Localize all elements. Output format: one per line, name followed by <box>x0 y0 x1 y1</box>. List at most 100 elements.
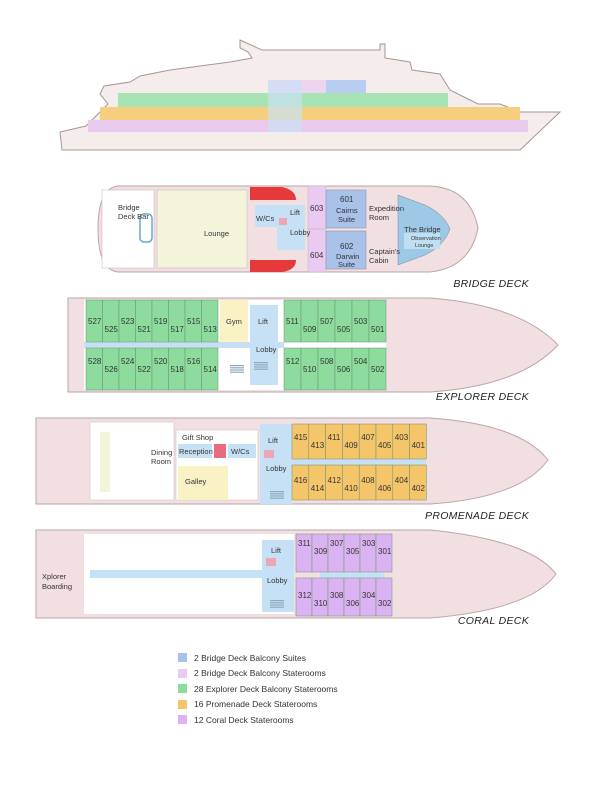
stateroom-306-number: 306 <box>346 599 360 608</box>
stateroom-511-number: 511 <box>286 317 299 326</box>
galley-label: Galley <box>185 477 207 486</box>
stateroom-407-number: 407 <box>361 433 375 442</box>
bridge-lobby-label: Lobby <box>290 228 311 237</box>
stateroom-515-number: 515 <box>187 317 201 326</box>
stair-tread <box>270 606 284 608</box>
stair-tread <box>254 368 268 370</box>
legend-item: 12 Coral Deck Staterooms <box>178 712 438 728</box>
explorer-deck-title: EXPLORER DECK <box>436 391 530 403</box>
stateroom-409-number: 409 <box>344 441 358 450</box>
stateroom-528 <box>85 347 103 391</box>
suite-602-name-2: Suite <box>338 260 355 269</box>
stateroom-502-number: 502 <box>371 365 385 374</box>
stair-tread <box>230 365 244 367</box>
stateroom-308-number: 308 <box>330 591 344 600</box>
legend-swatch <box>178 715 187 725</box>
legend-swatch <box>178 653 187 663</box>
stateroom-517-number: 517 <box>171 325 185 334</box>
stateroom-303-number: 303 <box>362 539 376 548</box>
stateroom-406-number: 406 <box>378 484 392 493</box>
stateroom-414-number: 414 <box>311 484 325 493</box>
stateroom-524 <box>118 347 136 391</box>
promenade-lift-lobby <box>260 424 292 504</box>
ship-profile <box>59 39 562 151</box>
stateroom-514-number: 514 <box>204 365 218 374</box>
stair-tread <box>254 364 268 366</box>
stair-tread <box>230 371 244 373</box>
stateroom-519-number: 519 <box>154 317 168 326</box>
suite-601-name-2: Suite <box>338 215 355 224</box>
xplorer-boarding-label-2: Boarding <box>42 582 72 591</box>
stateroom-521 <box>135 299 153 343</box>
stateroom-504 <box>351 347 370 391</box>
captains-cabin-label-1: Captain's <box>369 247 400 256</box>
stateroom-506-number: 506 <box>337 365 351 374</box>
stateroom-520-number: 520 <box>154 357 168 366</box>
stateroom-510-number: 510 <box>303 365 317 374</box>
legend-swatch <box>178 684 187 694</box>
stateroom-405-number: 405 <box>378 441 392 450</box>
legend: 2 Bridge Deck Balcony Suites 2 Bridge De… <box>178 650 438 728</box>
stateroom-304-number: 304 <box>362 591 376 600</box>
stateroom-503-number: 503 <box>354 317 368 326</box>
dining-room-label-1: Dining <box>151 448 172 457</box>
stateroom-310 <box>311 577 329 617</box>
bridge-deck-title: BRIDGE DECK <box>453 278 529 290</box>
the-bridge-label: The Bridge <box>404 225 441 234</box>
coral-lobby-label: Lobby <box>267 576 288 585</box>
stateroom-525-number: 525 <box>105 325 119 334</box>
stateroom-509 <box>300 299 319 343</box>
suite-601-name-1: Cairns <box>336 206 358 215</box>
stateroom-305-number: 305 <box>346 547 360 556</box>
stateroom-413-number: 413 <box>311 441 325 450</box>
stateroom-508-number: 508 <box>320 357 334 366</box>
stateroom-512-number: 512 <box>286 357 300 366</box>
stateroom-525 <box>102 299 120 343</box>
stateroom-416-number: 416 <box>294 476 308 485</box>
stair-tread <box>270 497 284 499</box>
stateroom-523-number: 523 <box>121 317 135 326</box>
stair-tread <box>230 367 244 369</box>
stateroom-grid: 5275255235215195175155135285265245225205… <box>85 299 427 617</box>
stateroom-307-number: 307 <box>330 539 344 548</box>
bridge-lounge-area <box>156 189 248 269</box>
expedition-room-label-1: Expedition <box>369 204 404 213</box>
stateroom-311-number: 311 <box>298 539 311 548</box>
reception-desk <box>178 444 212 458</box>
legend-swatch <box>178 668 187 678</box>
stateroom-508 <box>317 347 336 391</box>
suite-602 <box>325 230 367 270</box>
bridge-deck <box>97 185 479 273</box>
bridge-lift-lobby <box>277 205 305 250</box>
stateroom-509-number: 509 <box>303 325 317 334</box>
stateroom-514 <box>201 347 219 391</box>
legend-item: 28 Explorer Deck Balcony Staterooms <box>178 681 438 697</box>
legend-label: 2 Bridge Deck Balcony Staterooms <box>194 668 326 679</box>
stair-tread <box>270 495 284 497</box>
stateroom-502 <box>368 347 387 391</box>
boarding-corridor <box>90 570 266 578</box>
observation-lounge-label-2: Lounge <box>415 243 433 249</box>
stateroom-402 <box>409 464 427 501</box>
stateroom-410-number: 410 <box>344 484 358 493</box>
promenade-deck-title: PROMENADE DECK <box>425 510 530 522</box>
stateroom-310-number: 310 <box>314 599 328 608</box>
bridge-deck-bar-label-2: Deck Bar <box>118 212 149 221</box>
stateroom-521-number: 521 <box>138 325 152 334</box>
stateroom-401 <box>409 423 427 460</box>
stateroom-518-number: 518 <box>171 365 185 374</box>
coral-deck <box>35 529 557 619</box>
bridge-lounge-label: Lounge <box>204 229 229 238</box>
stateroom-512 <box>283 347 302 391</box>
stateroom-415-number: 415 <box>294 433 308 442</box>
room-604-number: 604 <box>310 251 324 260</box>
stair-tread <box>270 604 284 606</box>
stateroom-524-number: 524 <box>121 357 135 366</box>
stair-tread <box>230 369 244 371</box>
explorer-lift-label: Lift <box>258 317 269 326</box>
gift-shop-label: Gift Shop <box>182 433 213 442</box>
legend-item: 2 Bridge Deck Balcony Suites <box>178 650 438 666</box>
stairwells <box>230 362 284 608</box>
stateroom-309-number: 309 <box>314 547 328 556</box>
galley-area <box>178 466 228 500</box>
